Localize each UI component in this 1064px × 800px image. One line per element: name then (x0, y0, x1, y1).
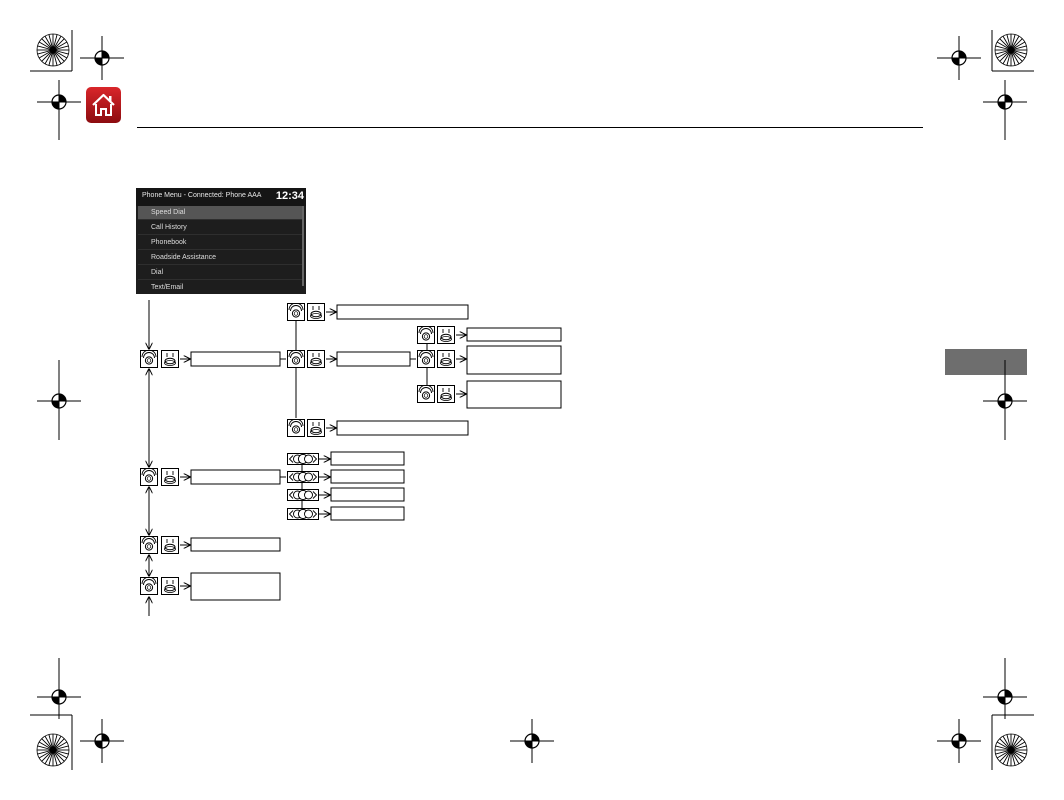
press-enter-icon (307, 419, 325, 437)
screen-header: Phone Menu - Connected: Phone AAA 12:34 (136, 188, 306, 206)
rotate-selector-icon (287, 489, 319, 501)
menu-item-roadside-assistance[interactable]: Roadside Assistance (138, 251, 304, 265)
selector-knob-icon (140, 350, 158, 368)
menu-item-phonebook[interactable]: Phonebook (138, 236, 304, 250)
selector-knob-icon (287, 350, 305, 368)
step-box (330, 506, 405, 521)
menu-item-label: Text/Email (151, 284, 184, 291)
phone-menu-list: Speed Dial Call History Phonebook Roadsi… (136, 206, 306, 294)
step-box (466, 380, 562, 409)
home-icon (92, 93, 115, 116)
rotate-selector-icon (287, 471, 319, 483)
step-box (336, 304, 469, 320)
crosshair-icon (79, 35, 125, 81)
press-enter-icon (307, 350, 325, 368)
section-tab[interactable] (945, 349, 1027, 375)
crosshair-icon (936, 35, 982, 81)
header-rule (137, 127, 923, 128)
menu-item-label: Dial (151, 269, 164, 276)
phone-menu-screen: Phone Menu - Connected: Phone AAA 12:34 … (136, 188, 306, 294)
press-enter-icon (161, 577, 179, 595)
crop-marks (30, 30, 1034, 770)
menu-item-dial[interactable]: Dial (138, 266, 304, 280)
starburst-icon (994, 33, 1028, 67)
selector-knob-icon (140, 468, 158, 486)
press-enter-icon (161, 468, 179, 486)
starburst-icon (36, 733, 70, 767)
step-box (330, 469, 405, 484)
crosshair-icon (79, 718, 125, 764)
press-enter-icon (161, 536, 179, 554)
rotate-selector-icon (287, 453, 319, 465)
selector-knob-icon (287, 303, 305, 321)
menu-item-call-history[interactable]: Call History (138, 221, 304, 235)
home-button[interactable] (86, 87, 121, 123)
step-box (466, 327, 562, 342)
screen-clock: 12:34 (275, 190, 304, 202)
step-box (336, 420, 469, 436)
step-box (190, 572, 281, 601)
rotate-selector-icon (287, 508, 319, 520)
step-box (330, 487, 405, 502)
press-enter-icon (437, 326, 455, 344)
starburst-icon (36, 33, 70, 67)
step-box (330, 451, 405, 466)
selector-knob-icon (417, 326, 435, 344)
selector-knob-icon (417, 385, 435, 403)
step-box (190, 351, 281, 367)
press-enter-icon (161, 350, 179, 368)
selector-knob-icon (140, 536, 158, 554)
menu-item-label: Speed Dial (151, 209, 186, 216)
crosshair-icon (936, 718, 982, 764)
menu-scrollbar[interactable] (302, 206, 304, 286)
step-box (190, 469, 281, 485)
menu-item-speed-dial[interactable]: Speed Dial (138, 206, 304, 220)
step-box (336, 351, 411, 367)
step-box (466, 345, 562, 375)
menu-item-label: Call History (151, 224, 187, 231)
press-enter-icon (437, 385, 455, 403)
crosshair-icon (509, 718, 555, 764)
selector-knob-icon (287, 419, 305, 437)
selector-knob-icon (417, 350, 435, 368)
press-enter-icon (307, 303, 325, 321)
selector-knob-icon (140, 577, 158, 595)
starburst-icon (994, 733, 1028, 767)
menu-item-text-email[interactable]: Text/Email (138, 281, 304, 294)
crosshair-guides (58, 90, 1006, 705)
menu-item-label: Phonebook (151, 239, 187, 246)
screen-title: Phone Menu - Connected: Phone AAA (142, 192, 262, 199)
menu-item-label: Roadside Assistance (151, 254, 216, 261)
step-box (190, 537, 281, 552)
press-enter-icon (437, 350, 455, 368)
